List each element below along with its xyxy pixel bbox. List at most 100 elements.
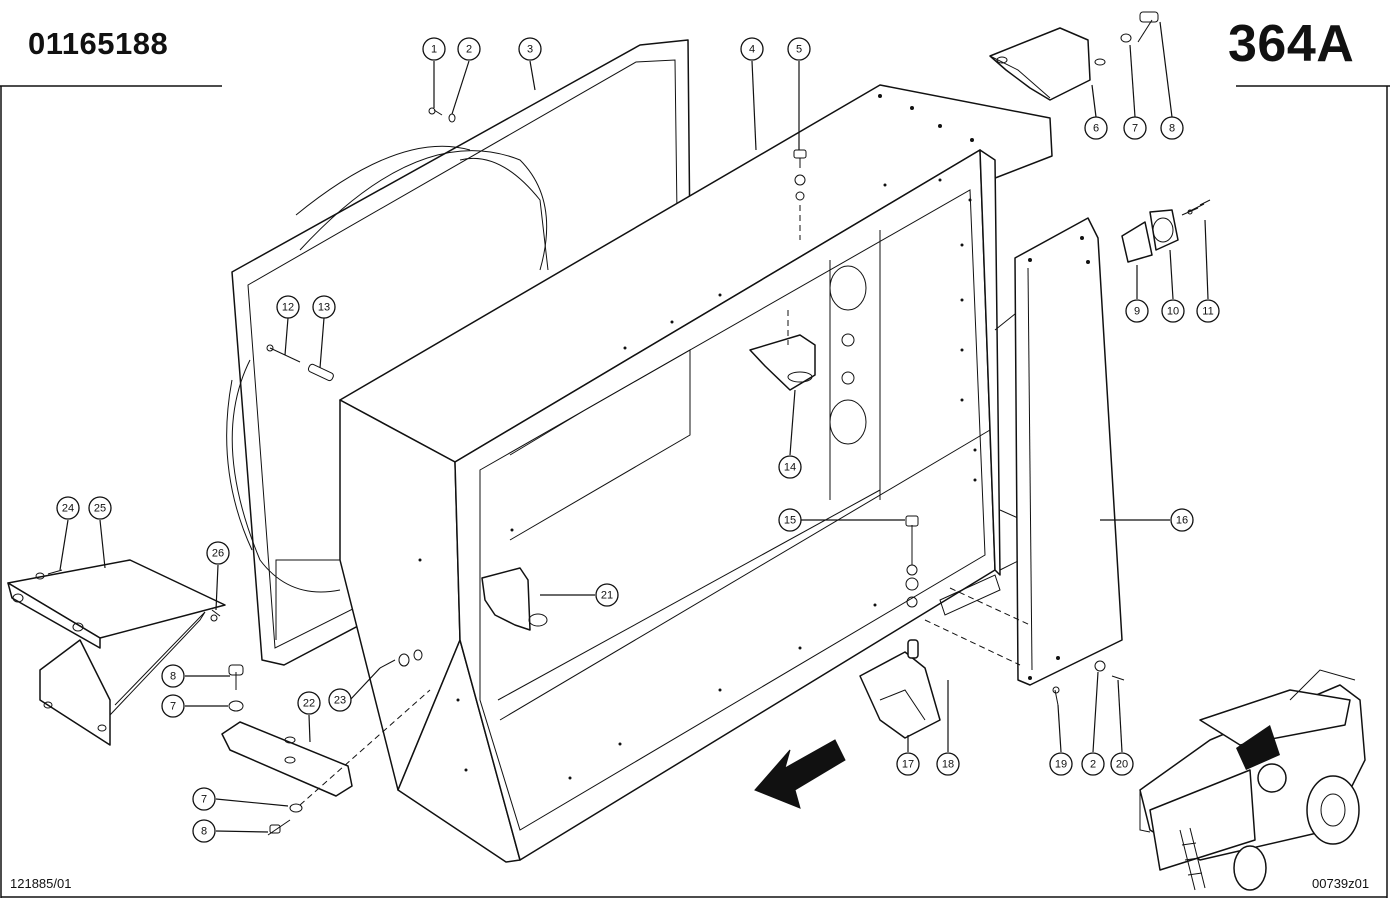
callout-8: 8: [1160, 116, 1184, 140]
callout-number: 22: [303, 698, 315, 710]
callout-24: 24: [56, 496, 80, 520]
side-panel: [1014, 217, 1123, 686]
bracket-17: [859, 639, 941, 739]
radiator-frame: [339, 84, 1053, 863]
callout-circle: [936, 752, 960, 776]
bracket-14: [749, 310, 816, 391]
callout-number: 7: [170, 701, 176, 713]
callout-number: 8: [201, 826, 207, 838]
callout-25: 25: [88, 496, 112, 520]
callout-21: 21: [595, 583, 619, 607]
callout-2: 2: [1081, 752, 1105, 776]
callout-circle: [1081, 752, 1105, 776]
callout-circle: [778, 508, 802, 532]
callout-1: 1: [422, 37, 446, 61]
callout-number: 4: [749, 44, 755, 56]
callout-2: 2: [457, 37, 481, 61]
callout-7: 7: [1123, 116, 1147, 140]
callout-number: 25: [94, 503, 106, 515]
bracket-21: [481, 567, 548, 631]
leader-lines: [59, 21, 1209, 833]
callout-circle: [328, 688, 352, 712]
callout-circle: [740, 37, 764, 61]
callout-number: 17: [902, 759, 914, 771]
callout-number: 20: [1116, 759, 1128, 771]
callout-number: 15: [784, 515, 796, 527]
callout-circle: [276, 295, 300, 319]
callout-10: 10: [1161, 299, 1185, 323]
callout-circle: [896, 752, 920, 776]
callout-number: 7: [201, 794, 207, 806]
callout-circle: [787, 37, 811, 61]
callout-circle: [518, 37, 542, 61]
callout-number: 24: [62, 503, 74, 515]
callout-7: 7: [161, 694, 185, 718]
callout-number: 21: [601, 590, 613, 602]
callout-9: 9: [1125, 299, 1149, 323]
group-number: 364A: [1228, 15, 1355, 73]
callout-circle: [206, 541, 230, 565]
callout-number: 8: [1169, 123, 1175, 135]
step-bracket: [7, 559, 226, 746]
callout-20: 20: [1110, 752, 1134, 776]
callout-circle: [297, 691, 321, 715]
callout-number: 18: [942, 759, 954, 771]
callout-13: 13: [312, 295, 336, 319]
callout-number: 13: [318, 302, 330, 314]
callout-14: 14: [778, 455, 802, 479]
callout-circle: [1084, 116, 1108, 140]
callout-number: 3: [527, 44, 533, 56]
callout-number: 16: [1176, 515, 1188, 527]
part-number: 01165188: [28, 26, 169, 61]
bracket-22: [221, 721, 353, 797]
callout-17: 17: [896, 752, 920, 776]
callout-11: 11: [1196, 299, 1220, 323]
callout-circle: [312, 295, 336, 319]
callout-6: 6: [1084, 116, 1108, 140]
callout-number: 1: [431, 44, 437, 56]
callout-number: 7: [1132, 123, 1138, 135]
callout-circle: [56, 496, 80, 520]
callout-number: 26: [212, 548, 224, 560]
callout-26: 26: [206, 541, 230, 565]
callout-circle: [1125, 299, 1149, 323]
drawing-reference: 00739z01: [1312, 876, 1370, 891]
callout-circle: [1049, 752, 1073, 776]
callout-circle: [1123, 116, 1147, 140]
callout-18: 18: [936, 752, 960, 776]
callout-circle: [192, 819, 216, 843]
callout-circle: [161, 694, 185, 718]
callout-circle: [161, 664, 185, 688]
callout-number: 11: [1202, 306, 1213, 318]
callout-number: 9: [1134, 306, 1140, 318]
callout-7: 7: [192, 787, 216, 811]
callout-number: 5: [796, 44, 802, 56]
top-bracket: [989, 27, 1106, 101]
callout-4: 4: [740, 37, 764, 61]
callout-5: 5: [787, 37, 811, 61]
callout-circle: [1110, 752, 1134, 776]
callout-16: 16: [1170, 508, 1194, 532]
callout-number: 14: [784, 462, 796, 474]
callout-number: 12: [282, 302, 294, 314]
callout-19: 19: [1049, 752, 1073, 776]
combine-harvester-icon: [1139, 669, 1366, 891]
callout-number: 6: [1093, 123, 1099, 135]
callout-23: 23: [328, 688, 352, 712]
callout-3: 3: [518, 37, 542, 61]
callout-number: 2: [1090, 759, 1096, 771]
callout-15: 15: [778, 508, 802, 532]
fasteners: [35, 11, 1205, 836]
callout-number: 23: [334, 695, 346, 707]
callout-8: 8: [192, 819, 216, 843]
callout-circle: [1160, 116, 1184, 140]
gasket-plates: [1121, 199, 1211, 263]
callout-8: 8: [161, 664, 185, 688]
callout-circle: [192, 787, 216, 811]
callout-circle: [1161, 299, 1185, 323]
callout-circle: [595, 583, 619, 607]
callout-number: 8: [170, 671, 176, 683]
